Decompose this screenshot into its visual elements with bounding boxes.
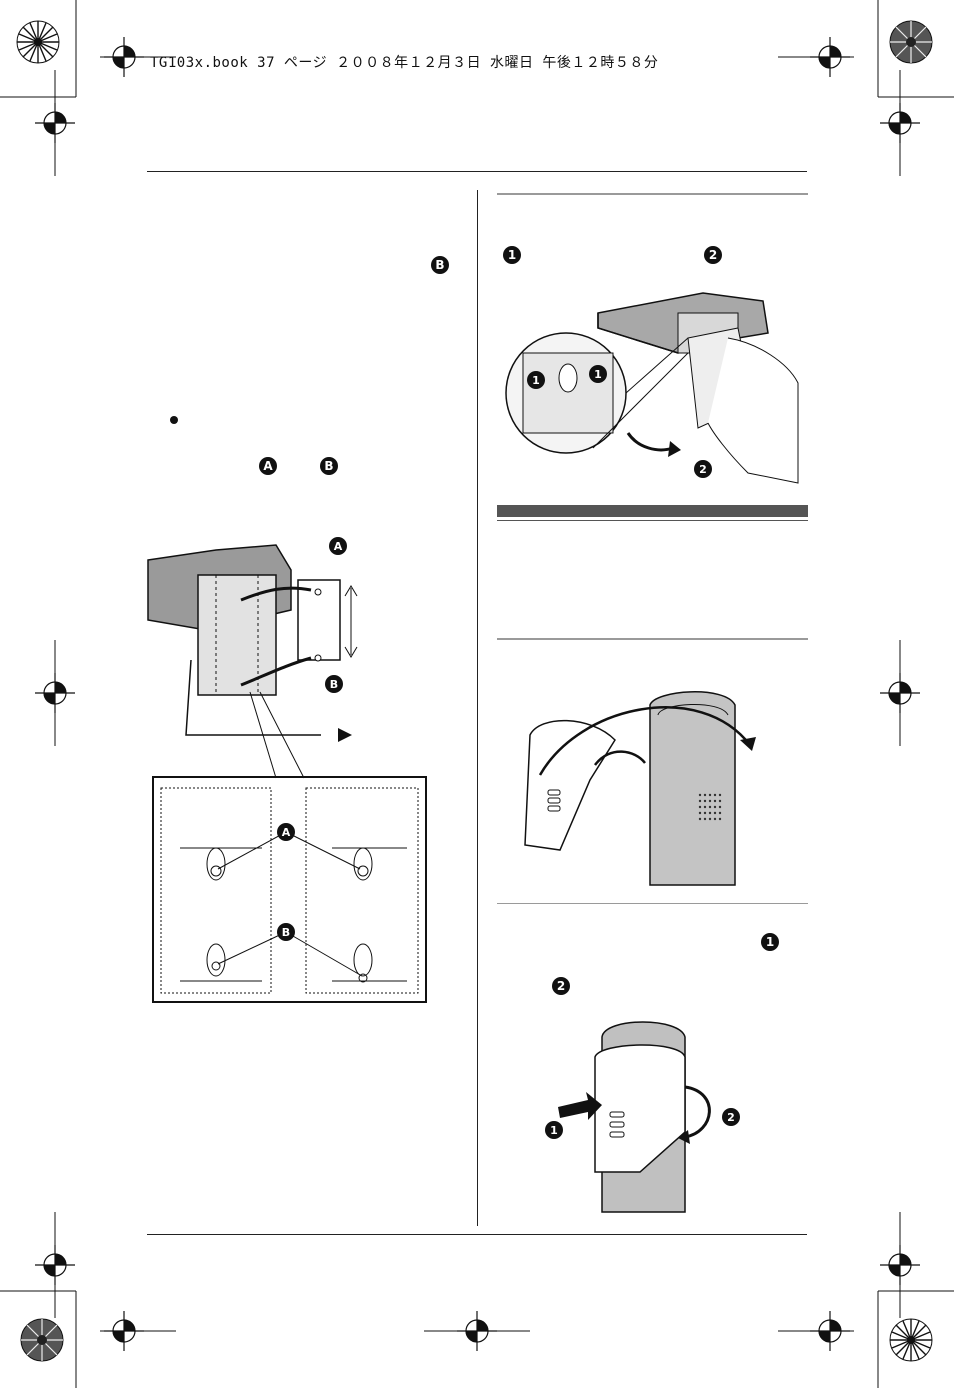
marker-a-label: A bbox=[334, 540, 343, 553]
step-one-badge: 1 bbox=[761, 933, 779, 951]
section-rule bbox=[497, 193, 808, 195]
marker-a-label: A bbox=[282, 826, 291, 839]
color-target-icon bbox=[889, 20, 933, 64]
section-rule bbox=[497, 638, 808, 640]
belt-clip-attach-illustration bbox=[524, 691, 756, 886]
color-target-icon bbox=[889, 1318, 933, 1362]
section-heading-underline bbox=[497, 520, 808, 521]
registration-mark-icon bbox=[457, 1311, 497, 1351]
step-one-label: 1 bbox=[550, 1124, 558, 1137]
step-two-label: 2 bbox=[727, 1111, 735, 1124]
step-one-label: 1 bbox=[594, 368, 602, 381]
marker-b-badge: B bbox=[320, 457, 338, 475]
marker-b-label: B bbox=[282, 926, 290, 939]
registration-mark-icon bbox=[810, 37, 850, 77]
registration-mark-icon bbox=[35, 673, 75, 713]
print-header: TG103x.book 37 ページ ２００８年１２月３日 水曜日 午後１２時５… bbox=[150, 55, 659, 71]
step-one-label: 1 bbox=[532, 374, 540, 387]
section-heading-bar bbox=[497, 505, 808, 517]
marker-a-badge: A bbox=[259, 457, 277, 475]
registration-mark-icon bbox=[35, 103, 75, 143]
marker-b-badge: B bbox=[431, 256, 449, 274]
registration-mark-icon bbox=[880, 673, 920, 713]
detail-callout-lines bbox=[249, 691, 305, 779]
belt-clip-remove-illustration: 1 2 bbox=[545, 1021, 740, 1213]
registration-mark-icon bbox=[104, 37, 144, 77]
registration-mark-icon bbox=[104, 1311, 144, 1351]
step-two-badge: 2 bbox=[704, 246, 722, 264]
step-one-badge: 1 bbox=[503, 246, 521, 264]
registration-mark-icon bbox=[35, 1245, 75, 1285]
step-two-label: 2 bbox=[699, 463, 707, 476]
wall-mounting-illustration: A B bbox=[147, 537, 358, 742]
mounting-holes-detail: A B bbox=[152, 776, 427, 1003]
top-rule bbox=[147, 171, 807, 172]
color-target-icon bbox=[16, 20, 60, 64]
section-rule bbox=[497, 903, 808, 904]
color-target-icon bbox=[20, 1318, 64, 1362]
registration-mark-icon bbox=[880, 103, 920, 143]
registration-mark-icon bbox=[810, 1311, 850, 1351]
marker-b-label: B bbox=[330, 678, 338, 691]
bottom-rule bbox=[147, 1234, 807, 1235]
registration-mark-icon bbox=[880, 1245, 920, 1285]
wall-mount-removal-illustration: 1 1 2 bbox=[505, 292, 799, 484]
step-two-badge: 2 bbox=[552, 977, 570, 995]
column-divider bbox=[477, 190, 478, 1226]
bullet-icon bbox=[170, 416, 178, 424]
